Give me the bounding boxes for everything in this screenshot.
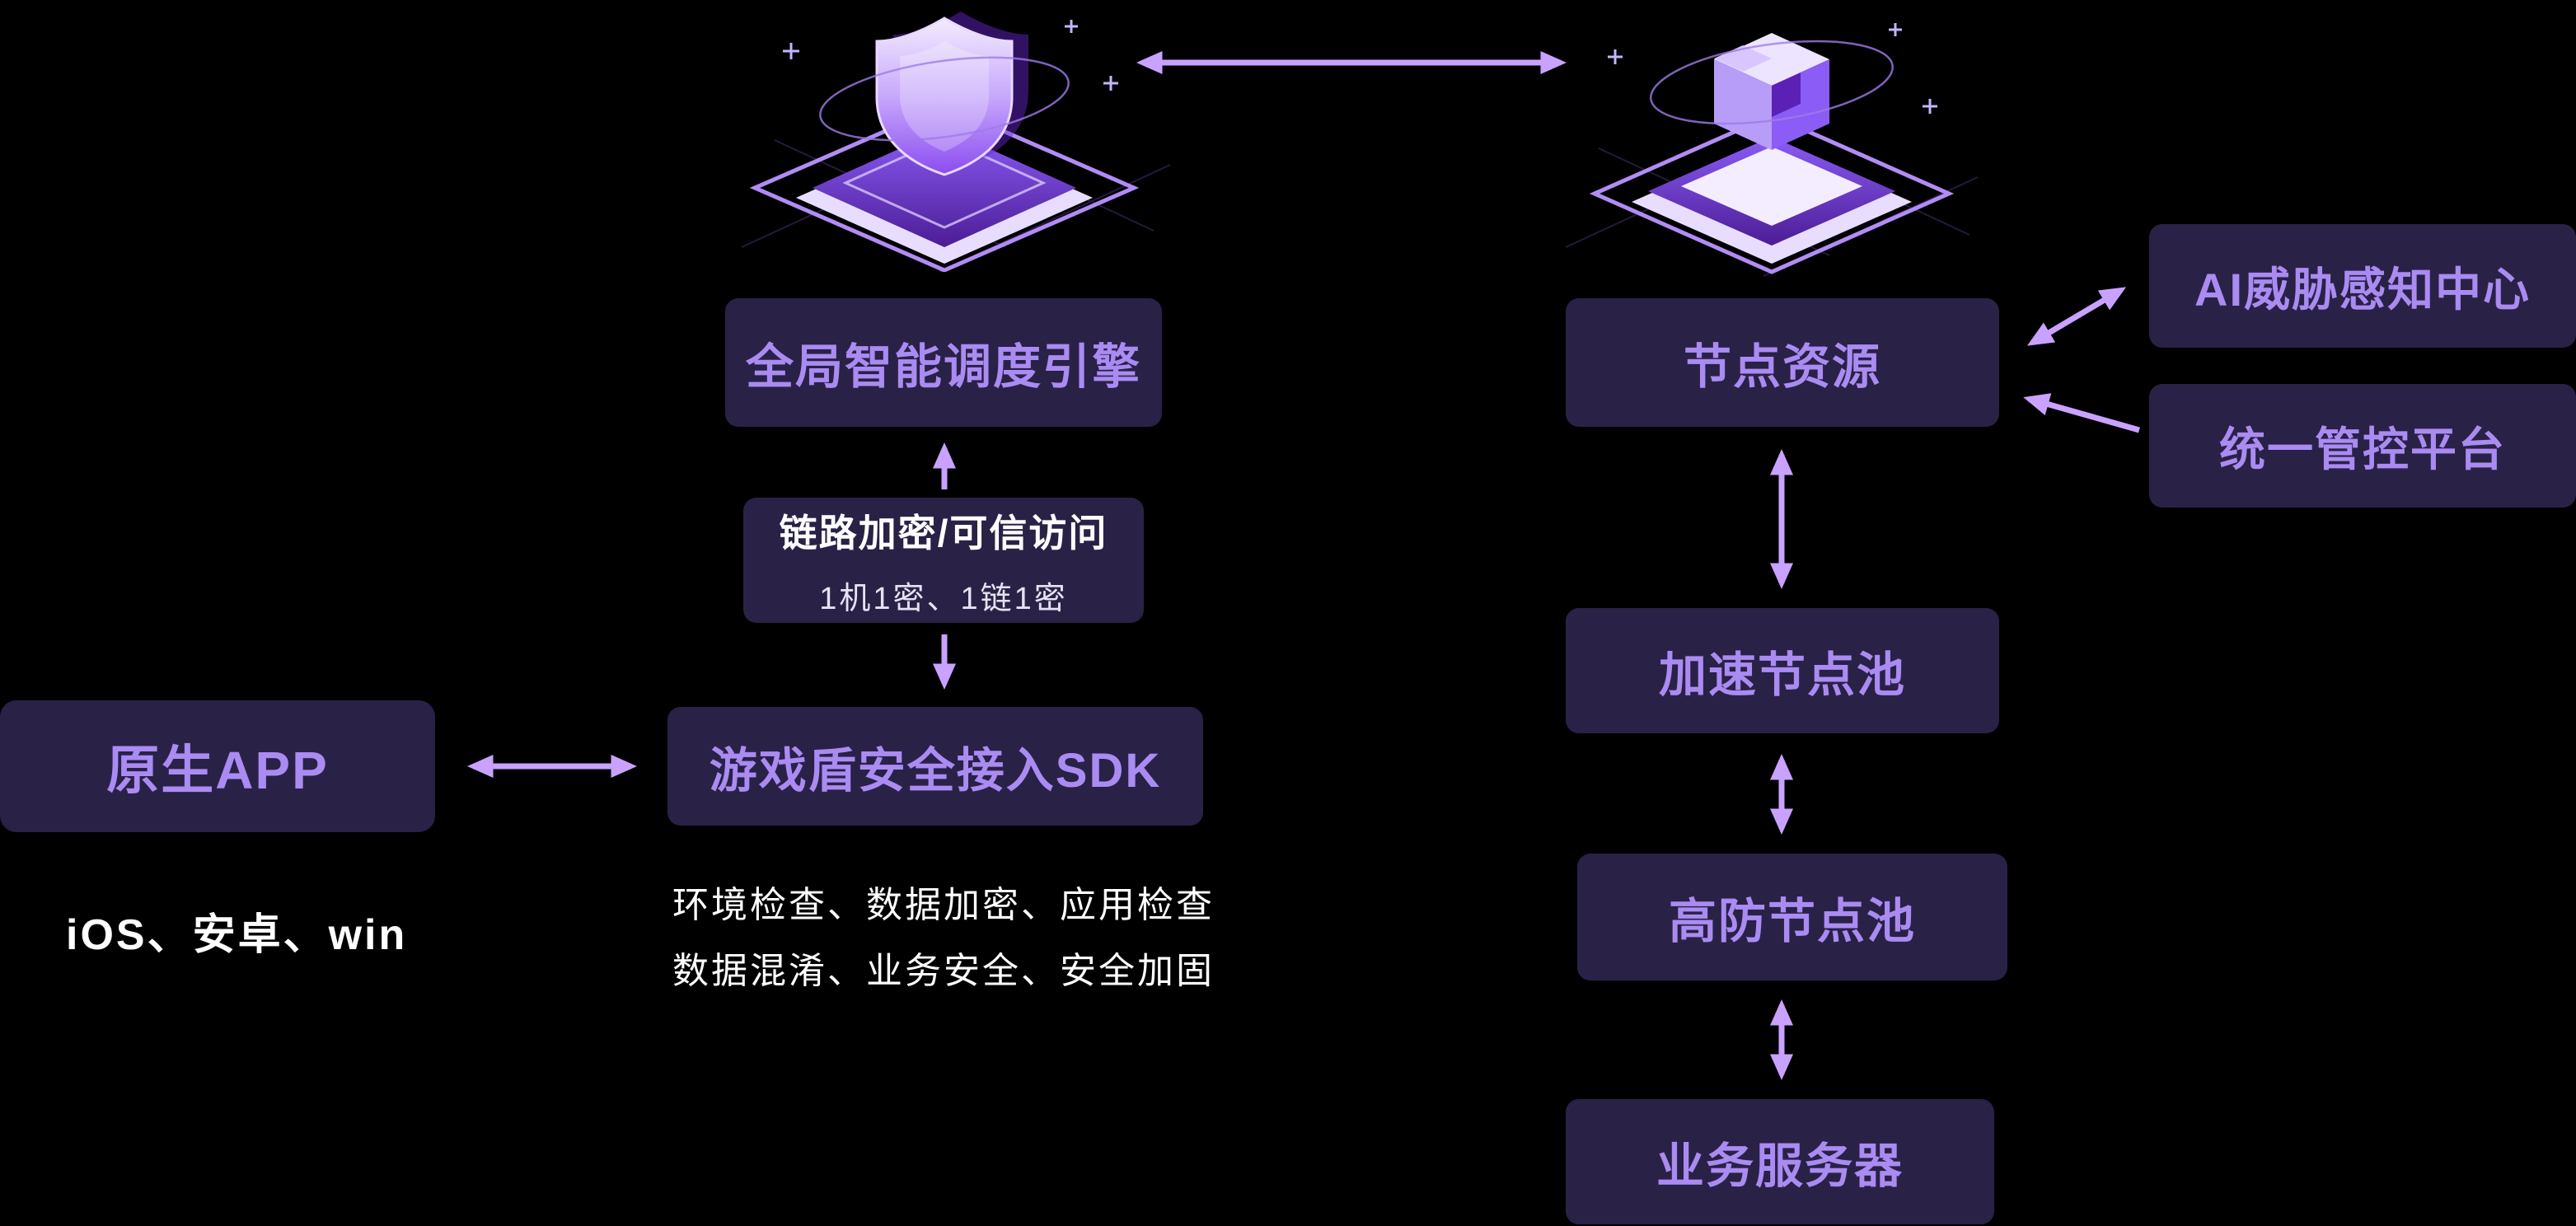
platform-top bbox=[813, 129, 1076, 247]
node-sdk-label: 游戏盾安全接入SDK bbox=[709, 744, 1162, 798]
cube-icon bbox=[1714, 33, 1829, 150]
node-link-encryption: 链路加密/可信访问 1机1密、1链1密 bbox=[743, 498, 1144, 623]
node-unified-control-label: 统一管控平台 bbox=[2219, 423, 2506, 475]
sdk-capabilities-line1: 环境检查、数据加密、应用检查 bbox=[672, 885, 1215, 925]
node-high-defense-pool-label: 高防节点池 bbox=[1668, 895, 1916, 948]
link-encryption-title: 链路加密/可信访问 bbox=[779, 511, 1108, 555]
node-sdk: 游戏盾安全接入SDK bbox=[667, 707, 1203, 826]
orbit-ring bbox=[1650, 40, 1894, 125]
node-business-server-label: 业务服务器 bbox=[1656, 1139, 1904, 1193]
shield-3d-illustration-icon bbox=[741, 12, 1171, 272]
shield-inner bbox=[900, 41, 989, 152]
node-high-defense-pool: 高防节点池 bbox=[1577, 854, 2007, 980]
node-native-app-label: 原生APP bbox=[106, 741, 329, 800]
node-resource: 节点资源 bbox=[1566, 298, 1999, 427]
native-app-platforms-caption: iOS、安卓、win bbox=[66, 911, 408, 959]
cube-3d-illustration-icon bbox=[1565, 23, 1979, 277]
node-global-scheduler-label: 全局智能调度引擎 bbox=[745, 340, 1141, 394]
node-ai-threat-center-label: AI威胁感知中心 bbox=[2194, 263, 2531, 316]
arrow-unifiedcontrol-to-noderesource bbox=[2023, 393, 2140, 433]
node-native-app: 原生APP bbox=[0, 700, 435, 832]
sparkles bbox=[1608, 23, 1937, 114]
node-unified-control: 统一管控平台 bbox=[2149, 384, 2576, 508]
sparkles bbox=[783, 20, 1118, 91]
sdk-capabilities-line2: 数据混淆、业务安全、安全加固 bbox=[672, 951, 1215, 991]
node-ai-threat-center: AI威胁感知中心 bbox=[2149, 224, 2576, 348]
platform-inner-grid bbox=[842, 137, 1047, 229]
node-global-scheduler: 全局智能调度引擎 bbox=[725, 298, 1162, 427]
node-accel-pool-label: 加速节点池 bbox=[1658, 648, 1906, 702]
platform-outline bbox=[749, 103, 1140, 272]
orbit-ring bbox=[819, 56, 1070, 142]
arrow-noderesource-aithreat bbox=[2026, 287, 2127, 346]
node-business-server: 业务服务器 bbox=[1566, 1099, 1994, 1224]
platform-cap bbox=[1681, 147, 1862, 226]
node-accel-pool: 加速节点池 bbox=[1566, 608, 1999, 733]
platform-outline bbox=[1589, 113, 1955, 274]
link-encryption-subtitle: 1机1密、1链1密 bbox=[819, 581, 1068, 616]
node-resource-label: 节点资源 bbox=[1683, 340, 1881, 394]
